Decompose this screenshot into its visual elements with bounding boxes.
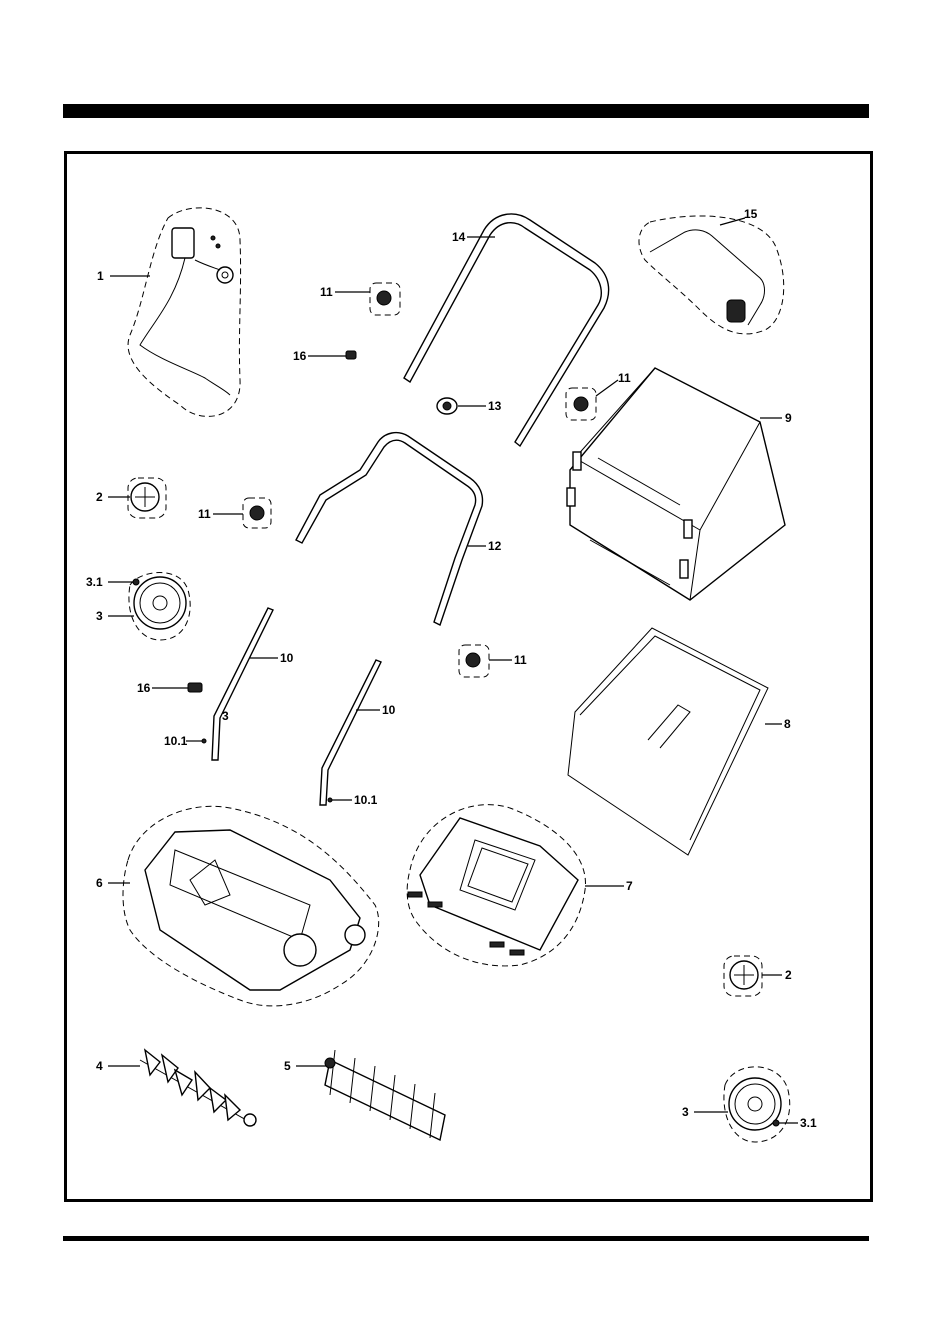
- part-11-knob-d: 11: [459, 645, 527, 677]
- part-15-cable-bar: 15: [639, 207, 784, 334]
- callout-2-b: 2: [785, 968, 792, 982]
- part-11-knob-a: 11: [320, 283, 400, 315]
- callout-11-c: 11: [198, 507, 211, 521]
- part-2-hub-cap-a: 2: [96, 478, 166, 518]
- callout-10-b: 10: [382, 703, 396, 717]
- callout-7: 7: [626, 879, 633, 893]
- part-16-screw-b: 16: [137, 681, 202, 695]
- callout-3-1-b: 3.1: [800, 1116, 817, 1130]
- callout-16-b: 16: [137, 681, 151, 695]
- part-6-housing: 6: [96, 806, 379, 1006]
- part-10-tube-a: 10 3 10.1: [164, 608, 294, 760]
- part-2-hub-cap-b: 2: [724, 956, 792, 996]
- callout-10-1-a: 10.1: [164, 734, 188, 748]
- callout-6: 6: [96, 876, 103, 890]
- part-11-knob-c: 11: [198, 498, 271, 528]
- callout-3-b: 3: [682, 1105, 689, 1119]
- callout-5: 5: [284, 1059, 291, 1073]
- callout-11-a: 11: [320, 285, 333, 299]
- part-12-lower-handle: 12: [296, 433, 502, 625]
- callout-14: 14: [452, 230, 466, 244]
- part-5-spring-roller: 5: [284, 1050, 445, 1140]
- callout-12: 12: [488, 539, 502, 553]
- callout-15: 15: [744, 207, 758, 221]
- part-3-wheel-b: 3.1 3: [682, 1067, 817, 1142]
- part-7-top-cover: 7: [407, 805, 633, 966]
- callout-3-c: 3: [222, 709, 229, 723]
- part-10-tube-b: 10 10.1: [320, 660, 396, 807]
- part-9-grass-bag: 9: [567, 368, 792, 600]
- callout-11-b: 11: [618, 371, 631, 385]
- callout-8: 8: [784, 717, 791, 731]
- callout-2-a: 2: [96, 490, 103, 504]
- callout-1: 1: [97, 269, 104, 283]
- part-8-bag-frame: 8: [568, 628, 791, 855]
- callout-16-a: 16: [293, 349, 307, 363]
- callout-4: 4: [96, 1059, 103, 1073]
- callout-11-d: 11: [514, 653, 527, 667]
- part-13-cable-clip: 13: [437, 398, 502, 414]
- part-1-switch-cable: 1: [97, 208, 241, 417]
- part-3-wheel-a: 3.1 3: [86, 573, 190, 641]
- callout-9: 9: [785, 411, 792, 425]
- callout-13: 13: [488, 399, 502, 413]
- part-16-screw-a: 16: [293, 349, 356, 363]
- callout-10-1-b: 10.1: [354, 793, 378, 807]
- callout-10-a: 10: [280, 651, 294, 665]
- part-4-tine-reel: 4: [96, 1050, 256, 1126]
- part-14-upper-handle: 14: [404, 214, 609, 446]
- callout-3-a: 3: [96, 609, 103, 623]
- callout-3-1-a: 3.1: [86, 575, 103, 589]
